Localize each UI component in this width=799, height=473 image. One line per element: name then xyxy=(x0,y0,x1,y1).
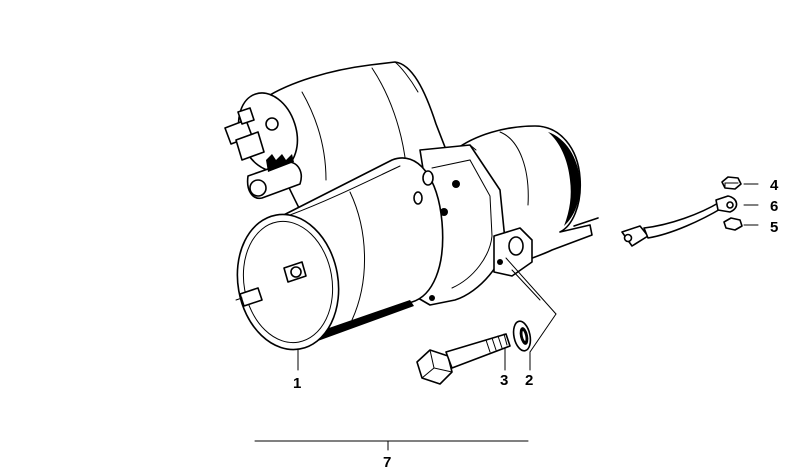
callout-starter-motor[interactable]: 1 xyxy=(293,375,301,392)
hex-nut[interactable] xyxy=(721,176,742,190)
callout-washer[interactable]: 2 xyxy=(525,372,533,389)
washer[interactable] xyxy=(511,320,533,353)
callout-assembly[interactable]: 7 xyxy=(383,454,391,471)
ground-cable[interactable] xyxy=(621,195,738,247)
lock-washer[interactable] xyxy=(723,217,743,231)
callout-bolt[interactable]: 3 xyxy=(500,372,508,389)
callout-hex-nut[interactable]: 4 xyxy=(770,177,779,194)
starter-motor[interactable] xyxy=(224,61,599,358)
leader-lines xyxy=(254,183,759,451)
callout-lock-washer[interactable]: 5 xyxy=(770,219,778,236)
end-cap xyxy=(235,213,340,351)
callout-ground-cable[interactable]: 6 xyxy=(770,198,778,215)
bolt[interactable] xyxy=(416,333,511,385)
